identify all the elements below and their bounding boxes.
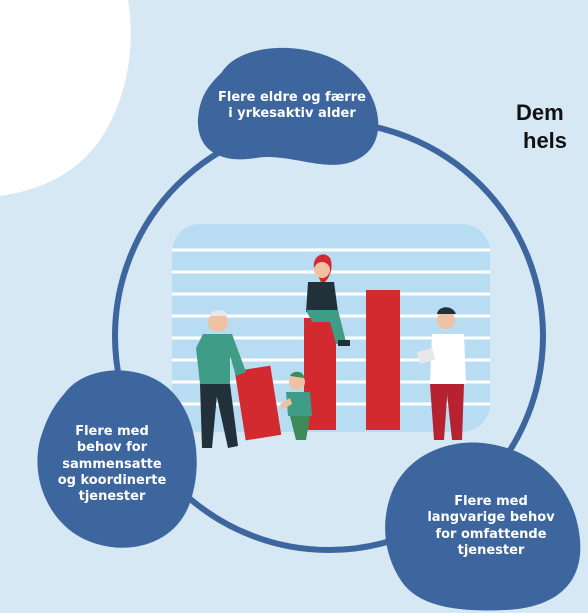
node-left-label: Flere med behov for sammensatte og koord… [57,424,167,504]
title-line-1: Dem [516,100,564,125]
blob-left [37,370,197,548]
bar-tilted [234,365,282,441]
person-sitting-figure [306,254,350,346]
bar-tall [366,290,400,430]
node-top-label: Flere eldre og færre i yrkesaktiv alder [218,90,366,122]
blob-top [197,47,379,165]
white-corner-shape [0,0,131,196]
person-notepad-figure [416,307,466,440]
title-line-2: hels [523,128,568,153]
node-right-label: Flere med langvarige behov for omfattend… [427,494,555,558]
person-child-figure [280,371,312,440]
blob-right [385,442,581,611]
person-elderly-figure [196,310,246,448]
